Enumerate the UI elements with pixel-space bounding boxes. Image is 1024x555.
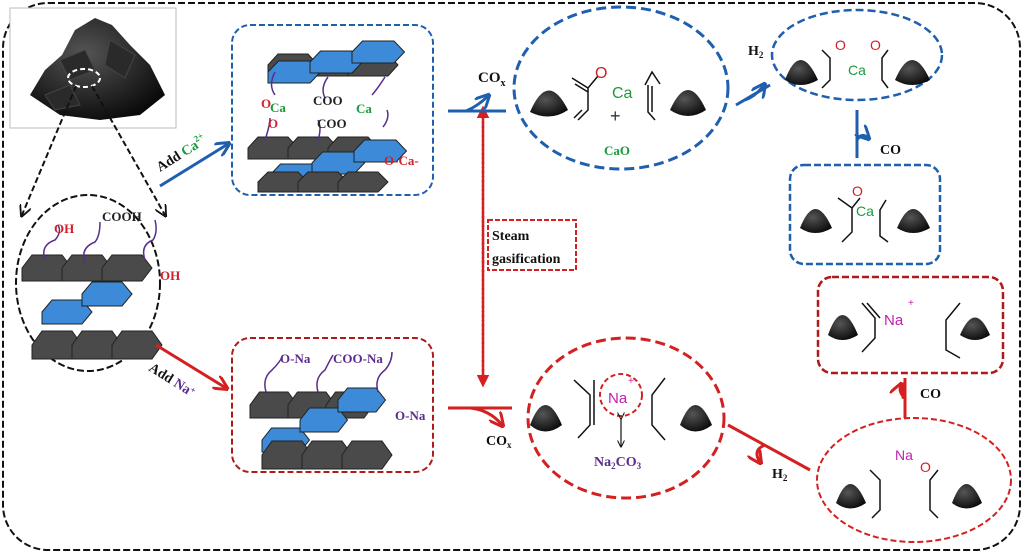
hexagon-ring — [111, 330, 163, 360]
coal-particle-icon — [670, 90, 706, 116]
hexagon-ring — [41, 299, 93, 325]
na-step3-arrow — [900, 378, 905, 418]
label-cooh: COOH — [102, 209, 142, 224]
steam-gasification-box — [487, 219, 577, 271]
na-step1-ion: Na+ — [608, 376, 634, 407]
coal-particle-icon — [952, 484, 982, 509]
na-step3-ion: Na+ — [884, 298, 914, 329]
ca-step3-arrow — [857, 110, 868, 158]
bond-lines — [644, 70, 661, 121]
coal-particle-icon — [836, 484, 866, 509]
hexagon-ring — [81, 281, 133, 307]
na-step1-gas: COx — [486, 434, 512, 450]
bond-lines — [837, 197, 889, 243]
hexagon-ring — [337, 387, 387, 413]
coal-particle-icon — [530, 405, 562, 432]
raw-coal-structure-circle — [15, 194, 161, 372]
ca-step1-product: CaO — [604, 143, 630, 158]
label-oh-2: OH — [160, 268, 180, 283]
ca-step2-arrow — [735, 85, 770, 107]
hexagon-ring — [337, 171, 389, 193]
hexagon-ring — [341, 440, 393, 470]
coal-particle-icon — [530, 90, 568, 117]
na-step1-product: Na2CO3 — [594, 455, 642, 471]
na-step1-arrow — [448, 406, 512, 425]
na-step2-labels: NaO — [895, 447, 931, 475]
coal-particle-icon — [895, 60, 930, 85]
coal-particle-icon — [800, 209, 832, 233]
coal-particle-icon — [680, 405, 712, 432]
ca-step1-arrow — [448, 96, 506, 113]
na-structure-labels: O-Na COO-Na O-Na — [280, 351, 426, 423]
ca-step3-gas: CO — [880, 143, 901, 158]
add-ca-arrow — [159, 144, 228, 188]
ca-step1-ellipse — [512, 5, 730, 171]
na-step3-gas: CO — [920, 387, 941, 402]
ca-structure-labels: OCa O COOCa COO O-Ca- — [261, 93, 419, 168]
ca-step3-box — [788, 163, 942, 266]
ca-step1-gas: COx — [478, 70, 506, 89]
coal-particle-icon — [828, 315, 858, 340]
hexagon-ring — [353, 139, 408, 163]
coal-particle-icon — [785, 60, 818, 85]
raw-coal-hexagons — [21, 254, 163, 360]
na-structure-chains — [264, 351, 393, 393]
na-structure-hexagons — [249, 387, 393, 470]
bond-lines — [869, 469, 939, 519]
ca-step2-ellipse — [770, 8, 944, 102]
add-ca-label: Add Ca2+ — [153, 130, 210, 175]
ca-structure-box — [231, 24, 434, 196]
zoom-arrow-right — [91, 85, 165, 215]
raw-coal-chains — [43, 219, 157, 263]
coal-particle-icon — [960, 317, 990, 340]
hexagon-ring — [351, 40, 406, 64]
na-step2-gas: H2 — [772, 467, 788, 483]
na-step3-box — [816, 275, 1005, 375]
na-step2-ellipse — [816, 417, 1012, 543]
bond-lines — [571, 75, 599, 121]
add-na-arrow — [155, 343, 226, 388]
na-step2-arrow — [727, 423, 811, 470]
zoom-arrow-left — [22, 85, 77, 215]
ca-step2-gas: H2 — [748, 44, 764, 60]
ca-structure-chains — [264, 71, 389, 141]
ca-step1-labels: OCa+ — [595, 65, 633, 126]
ca-structure-hexagons — [247, 40, 408, 193]
na-step1-ellipse — [526, 336, 726, 500]
label-oh-1: OH — [54, 221, 74, 236]
coal-photo — [9, 7, 177, 129]
bond-lines — [821, 49, 889, 89]
coal-particle-icon — [897, 209, 930, 233]
bond-lines — [573, 377, 666, 441]
zoom-region-marker — [67, 68, 101, 88]
hexagon-ring — [101, 254, 153, 282]
na-structure-box — [231, 337, 434, 473]
hexagon-ring — [299, 407, 349, 433]
ca-step2-labels: OCaO — [835, 37, 881, 78]
bond-lines — [861, 302, 961, 359]
